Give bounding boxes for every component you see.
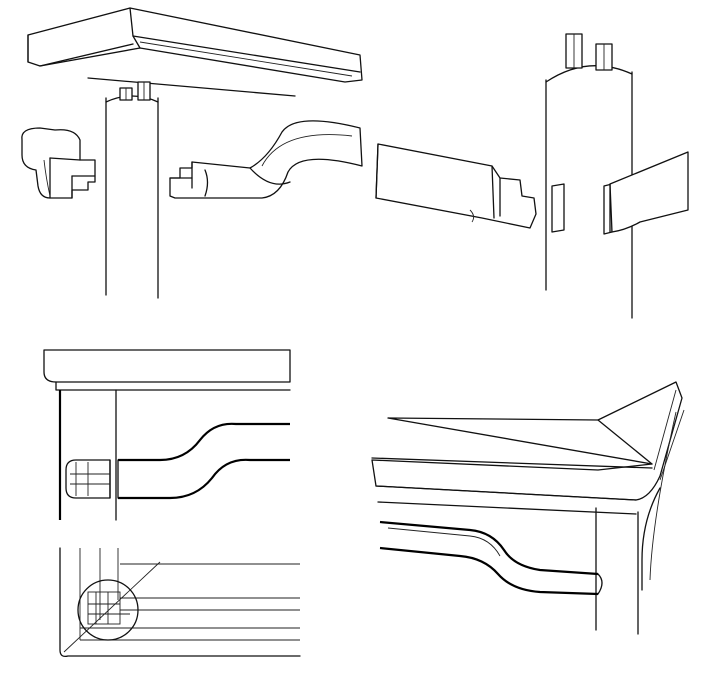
assembled-leg bbox=[58, 389, 117, 521]
plan-frame-outer bbox=[59, 547, 301, 658]
panel-bottom-right-perspective bbox=[371, 381, 685, 635]
top-frame-slab bbox=[27, 7, 363, 83]
right-stretcher bbox=[609, 151, 689, 233]
perspective-table-top bbox=[371, 381, 685, 501]
round-leg bbox=[105, 81, 159, 299]
perspective-under-rail bbox=[377, 501, 637, 515]
left-spandrel-piece bbox=[21, 127, 96, 199]
panel-middle-left-elevation bbox=[43, 349, 291, 521]
right-apron-piece bbox=[169, 120, 363, 199]
mortise-slot-left bbox=[551, 183, 565, 233]
miter-line bbox=[63, 561, 161, 653]
joint-detail-grid bbox=[65, 459, 111, 499]
perspective-curved-apron bbox=[379, 520, 603, 596]
curved-apron-elevation bbox=[109, 422, 290, 500]
panel-bottom-left-plan bbox=[59, 547, 301, 658]
table-top-board bbox=[43, 349, 291, 391]
perspective-leg bbox=[595, 411, 677, 635]
circled-joint-detail bbox=[77, 579, 139, 641]
panel-top-right-post-stretcher bbox=[375, 33, 689, 319]
left-stretcher bbox=[375, 143, 537, 229]
frame-rail-line bbox=[87, 77, 296, 97]
panel-top-left-exploded-corner bbox=[21, 7, 363, 299]
round-post bbox=[545, 33, 633, 319]
